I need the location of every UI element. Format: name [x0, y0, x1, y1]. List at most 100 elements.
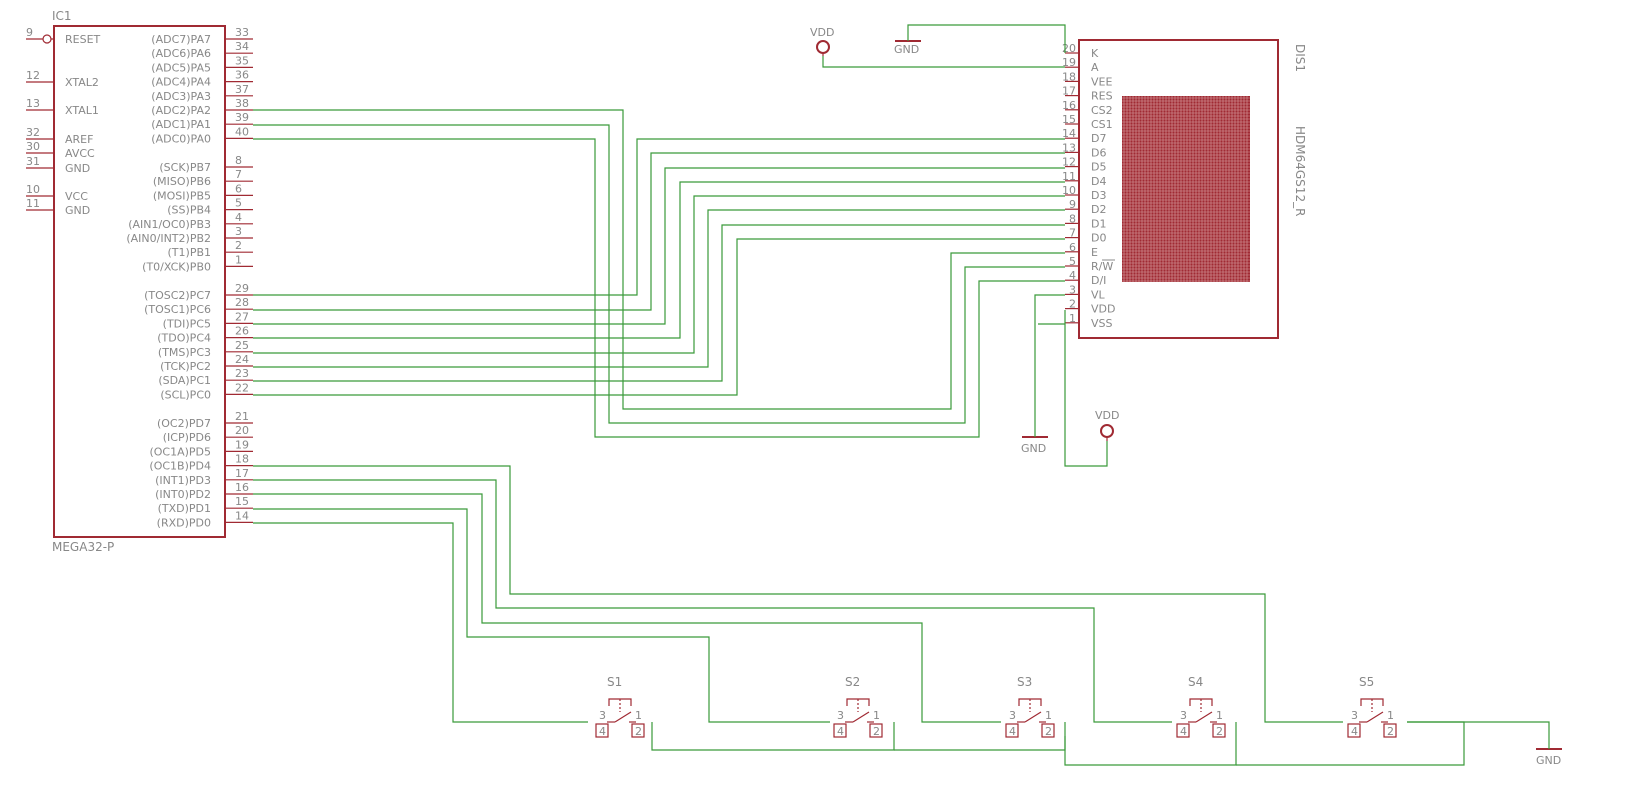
- wire-pc0-d0[interactable]: [253, 238, 1065, 396]
- switch-pin-number: 4: [1351, 725, 1358, 738]
- ic1-pin-7[interactable]: 7(MISO)PB6: [153, 168, 253, 188]
- wire-pd0-s1[interactable]: [253, 522, 588, 723]
- wire-vdd-anode[interactable]: [822, 56, 1065, 68]
- wire-pa1-rw[interactable]: [253, 124, 1065, 424]
- ic1-pin-39[interactable]: 39(ADC1)PA1: [151, 111, 253, 131]
- ic1-pin-18[interactable]: 18(OC1B)PD4: [149, 453, 253, 473]
- wire-pc2-d2[interactable]: [253, 209, 1065, 368]
- ic1-pin-3[interactable]: 3(AIN0/INT2)PB2: [126, 225, 253, 245]
- ic1-pin-35[interactable]: 35(ADC5)PA5: [151, 54, 253, 74]
- ic1-symbol[interactable]: IC1 MEGA32-P 9RESET12XTAL213XTAL132AREF3…: [26, 9, 253, 554]
- ic1-pin-28[interactable]: 28(TOSC1)PC6: [144, 296, 253, 316]
- ic1-pin-number: 26: [235, 325, 249, 338]
- ic1-pin-37[interactable]: 37(ADC3)PA3: [151, 83, 253, 103]
- ic1-pin-29[interactable]: 29(TOSC2)PC7: [144, 282, 253, 302]
- ic1-pin-16[interactable]: 16(INT0)PD2: [155, 481, 253, 501]
- ic1-pin-6[interactable]: 6(MOSI)PB5: [153, 182, 253, 202]
- ic1-pin-26[interactable]: 26(TDO)PC4: [157, 325, 253, 345]
- ic1-pin-22[interactable]: 22(SCL)PC0: [160, 381, 253, 401]
- supply-gnd-mid[interactable]: GND: [1021, 436, 1048, 455]
- supply-vdd-top[interactable]: VDD: [810, 26, 834, 56]
- ic1-pin-34[interactable]: 34(ADC6)PA6: [151, 40, 253, 60]
- ic1-pin-number: 31: [26, 155, 40, 168]
- ic1-pin-5[interactable]: 5(SS)PB4: [167, 197, 253, 217]
- wire-pd4-s5[interactable]: [253, 465, 1343, 723]
- supply-gnd-top[interactable]: GND: [894, 40, 921, 56]
- wire-pa2-e[interactable]: [253, 109, 1065, 410]
- wire-pc6-d6[interactable]: [253, 152, 1065, 311]
- wire-pa0-di[interactable]: [253, 138, 1065, 438]
- ic1-pin-25[interactable]: 25(TMS)PC3: [158, 339, 253, 359]
- ic1-pin-17[interactable]: 17(INT1)PD3: [155, 467, 253, 487]
- wire-pc3-d3[interactable]: [253, 195, 1065, 354]
- switch-pin-box-4: [1176, 723, 1190, 738]
- wire-gnd-cathode[interactable]: [907, 24, 1066, 53]
- wire-pc5-d5[interactable]: [253, 167, 1065, 325]
- wire-switch-common[interactable]: [651, 722, 895, 751]
- ic1-pin-19[interactable]: 19(OC1A)PD5: [149, 438, 253, 458]
- ic1-pin-40[interactable]: 40(ADC0)PA0: [151, 125, 253, 145]
- ic1-pin-36[interactable]: 36(ADC4)PA4: [151, 69, 253, 89]
- ic1-pin-24[interactable]: 24(TCK)PC2: [160, 353, 253, 373]
- ic1-pin-23[interactable]: 23(SDA)PC1: [158, 367, 253, 387]
- wire-pd2-s3[interactable]: [253, 493, 1001, 723]
- ic1-pin-2[interactable]: 2(T1)PB1: [168, 239, 253, 259]
- wire-pc1-d1[interactable]: [253, 224, 1065, 382]
- wire-pc4-d4[interactable]: [253, 181, 1065, 339]
- wire-switch-common-2[interactable]: [894, 722, 1066, 751]
- wire-vdd-pin2[interactable]: [1064, 310, 1108, 467]
- supply-gnd-bottom[interactable]: GND: [1536, 748, 1562, 767]
- ic1-pin-33[interactable]: 33(ADC7)PA7: [151, 26, 253, 46]
- ic1-pin-15[interactable]: 15(TXD)PD1: [158, 495, 253, 515]
- wire-switch-common-3[interactable]: [1064, 722, 1237, 766]
- ic1-pin-4[interactable]: 4(AIN1/OC0)PB3: [128, 211, 253, 231]
- ic1-pin-21[interactable]: 21(OC2)PD7: [157, 410, 253, 430]
- ic1-pin-1[interactable]: 1(T0/XCK)PB0: [142, 253, 253, 273]
- supply-vdd-mid[interactable]: VDD: [1095, 409, 1119, 441]
- wire-vl-gnd[interactable]: [1034, 294, 1065, 437]
- ic1-pin-20[interactable]: 20(ICP)PD6: [163, 424, 253, 444]
- ic1-pin-8[interactable]: 8(SCK)PB7: [159, 154, 253, 174]
- wire-pd1-s2[interactable]: [253, 508, 830, 723]
- wire-switch-gnd[interactable]: [1407, 721, 1550, 749]
- wire-pd3-s4[interactable]: [253, 479, 1172, 723]
- wire-switch-common-4[interactable]: [1236, 721, 1465, 766]
- ic1-pin-14[interactable]: 14(RXD)PD0: [157, 509, 253, 529]
- ic1-pin-27[interactable]: 27(TDI)PC5: [163, 310, 253, 330]
- ic1-pin-38[interactable]: 38(ADC2)PA2: [151, 97, 253, 117]
- wire-pc7-d7[interactable]: [253, 138, 1065, 296]
